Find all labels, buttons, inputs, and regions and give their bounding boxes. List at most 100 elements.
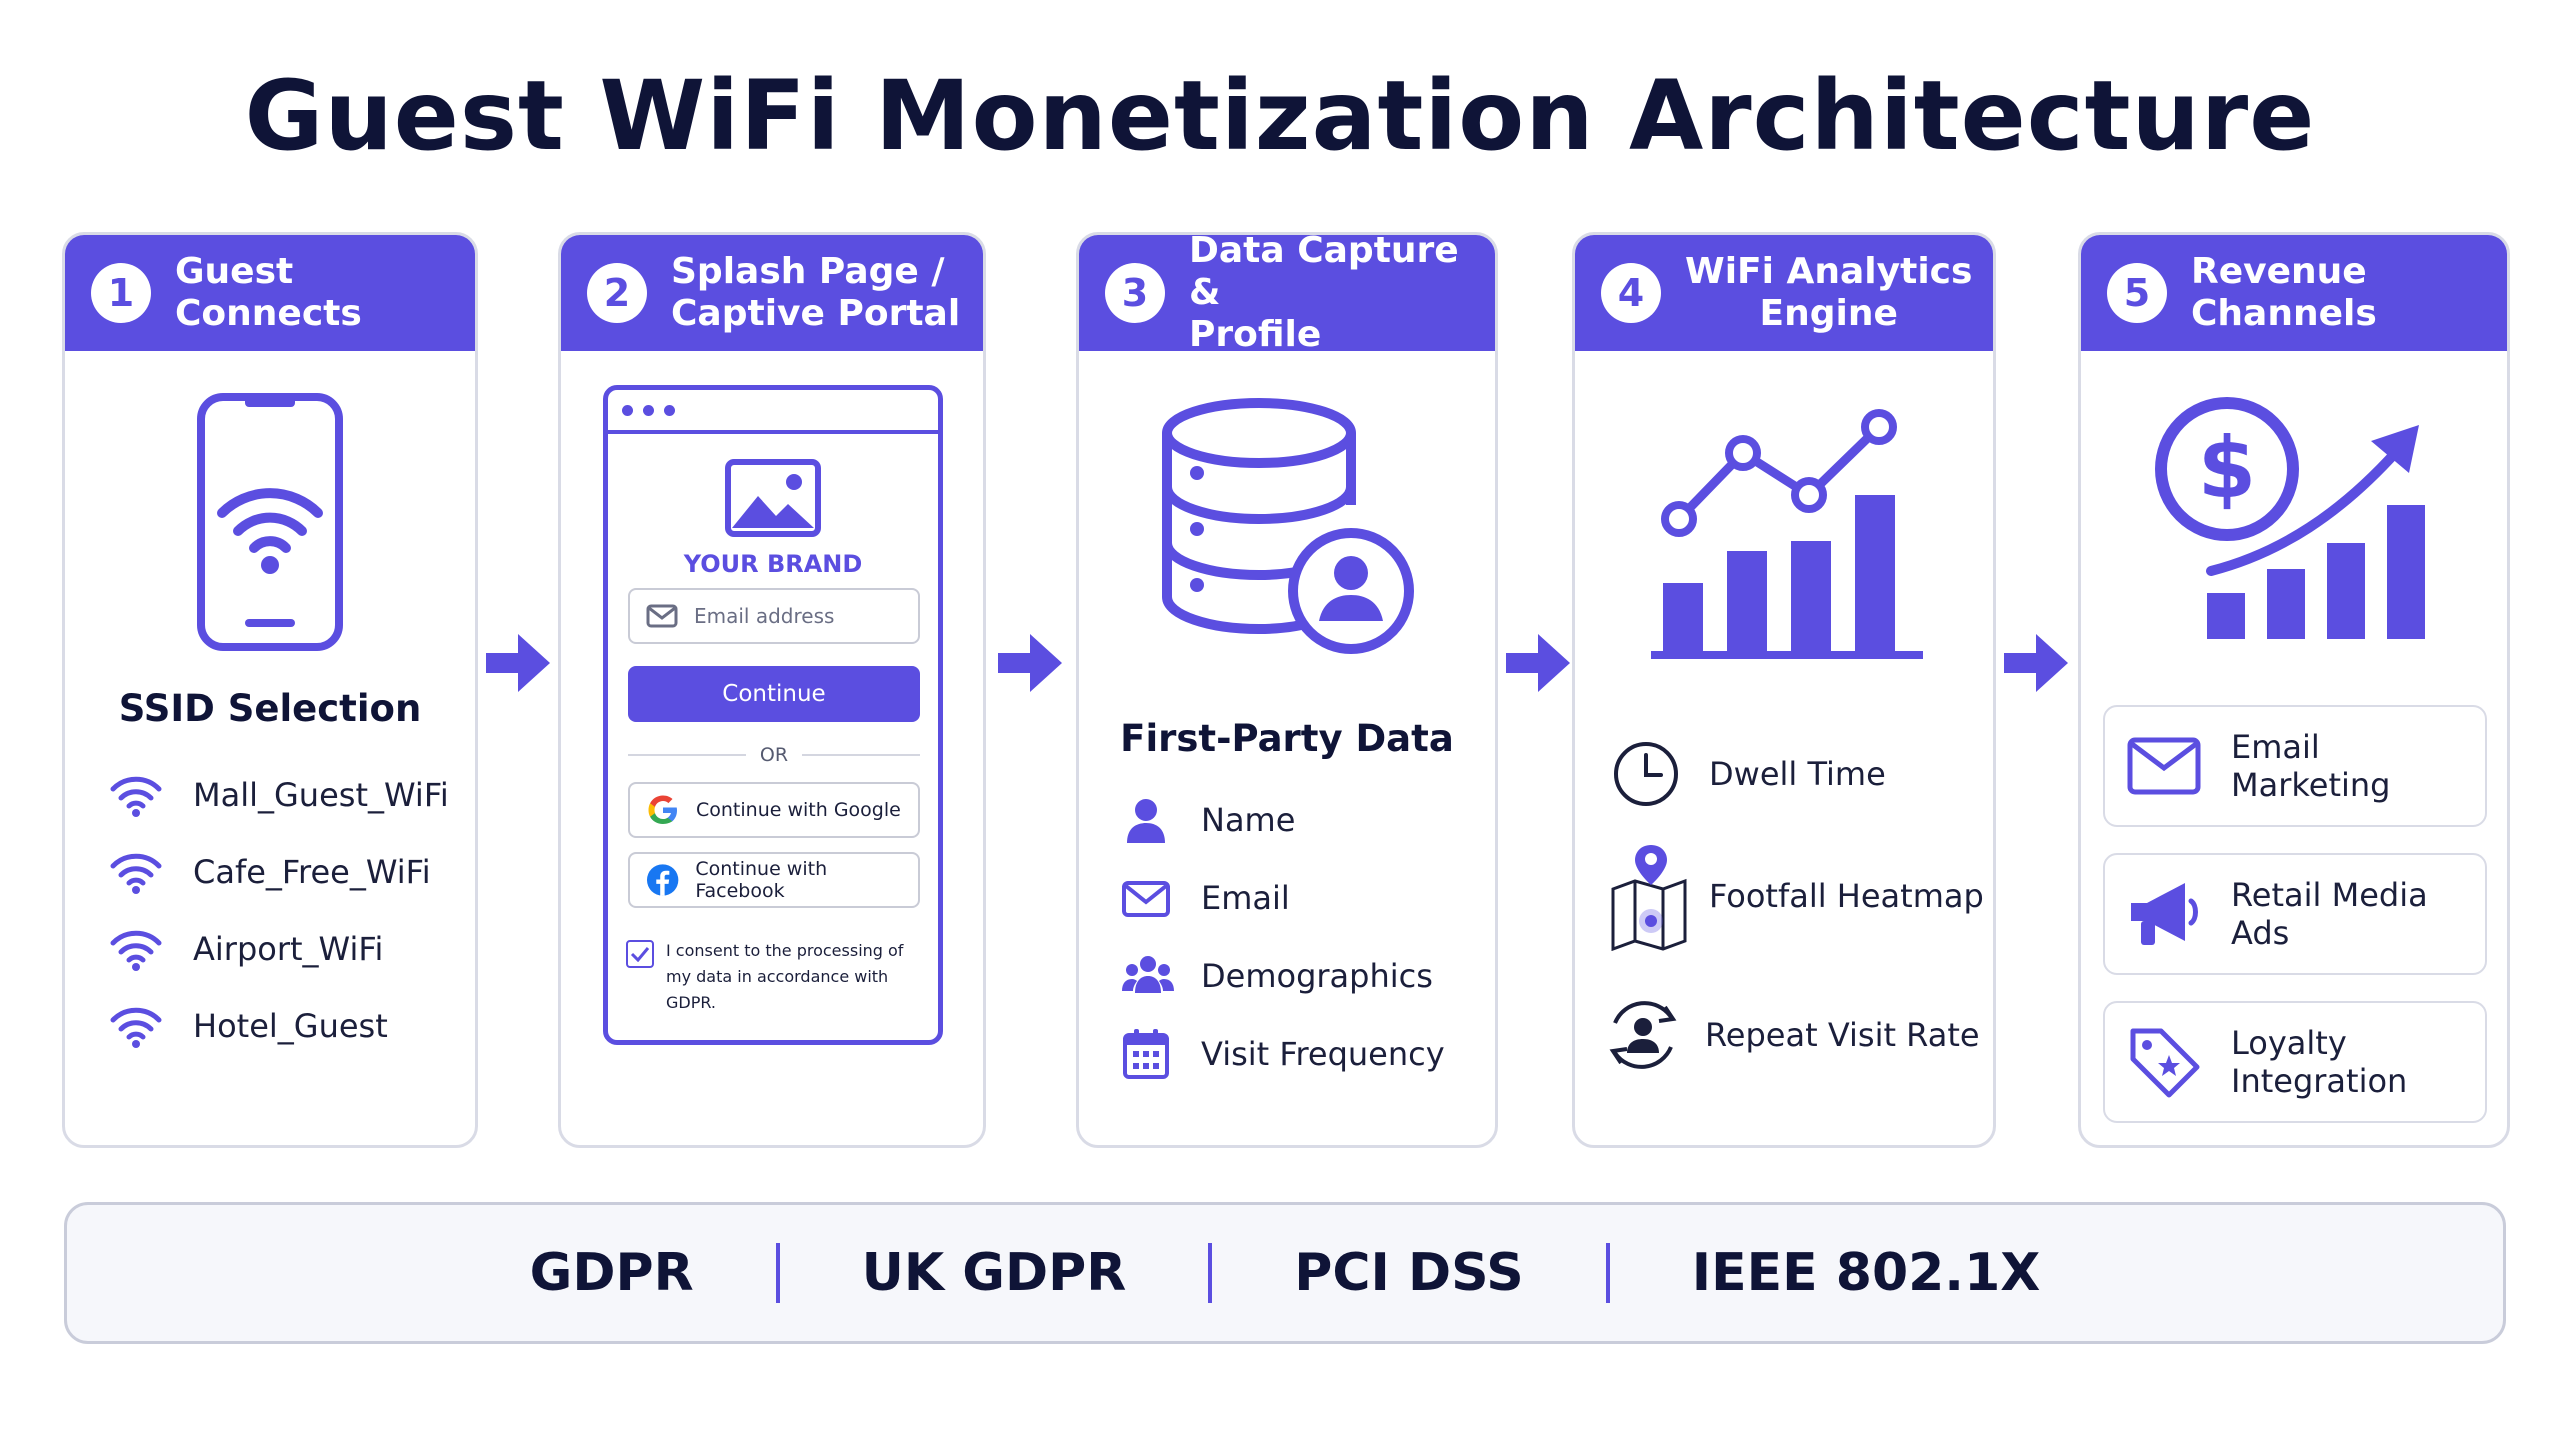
google-login-button[interactable]: Continue with Google — [628, 782, 920, 838]
smartphone-wifi-icon — [197, 393, 343, 651]
separator — [1605, 1243, 1610, 1303]
separator — [775, 1243, 780, 1303]
facebook-login-button[interactable]: Continue with Facebook — [628, 852, 920, 908]
data-field-item: Visit Frequency — [1121, 1027, 1445, 1081]
arrow-right-icon — [1506, 634, 1570, 692]
metric-item: Repeat Visit Rate — [1601, 993, 1980, 1077]
database-user-icon — [1162, 398, 1414, 654]
map-pin-icon — [1611, 845, 1687, 951]
step-number: 5 — [2107, 263, 2167, 323]
compliance-item: UK GDPR — [861, 1243, 1127, 1303]
arrow-right-icon — [998, 634, 1062, 692]
step-number: 2 — [587, 263, 647, 323]
wifi-icon — [110, 776, 162, 817]
separator — [1208, 1243, 1213, 1303]
analytics-chart-icon — [1651, 409, 1923, 659]
wifi-icon — [110, 1007, 162, 1048]
step-header: 3 Data Capture &Profile — [1079, 235, 1495, 355]
checkmark-icon — [630, 947, 650, 962]
clock-icon — [1614, 742, 1678, 806]
step-title: Data Capture &Profile — [1189, 232, 1459, 355]
google-label: Continue with Google — [696, 799, 901, 821]
revenue-channel-label: Retail Media Ads — [2231, 876, 2428, 952]
megaphone-icon — [2131, 883, 2198, 945]
ssid-label: Cafe_Free_WiFi — [193, 853, 431, 891]
metric-label: Footfall Heatmap — [1709, 877, 1984, 915]
step-guest-connects: 1 Guest Connects SSID Selection Mall_Gue… — [62, 232, 478, 1148]
data-field-label: Demographics — [1201, 957, 1433, 995]
or-divider: OR — [628, 744, 920, 766]
revenue-channel-card[interactable]: Retail Media Ads — [2103, 853, 2487, 975]
revenue-channel-card[interactable]: Loyalty Integration — [2103, 1001, 2487, 1123]
facebook-icon — [646, 864, 679, 896]
mail-icon — [2127, 737, 2201, 795]
users-group-icon — [1122, 956, 1174, 993]
user-icon — [1127, 799, 1165, 843]
step-revenue-channels: 5 Revenue Channels $ Email Marketing Ret… — [2078, 232, 2510, 1148]
wifi-icon — [110, 930, 162, 971]
ssid-item[interactable]: Mall_Guest_WiFi — [109, 773, 449, 817]
metric-item: Footfall Heatmap — [1607, 841, 1984, 951]
arrow-right-icon — [486, 634, 550, 692]
revenue-growth-icon: $ — [2155, 397, 2425, 639]
wifi-icon — [110, 853, 162, 894]
email-placeholder: Email address — [694, 604, 835, 628]
data-field-label: Name — [1201, 801, 1296, 839]
image-placeholder-icon — [725, 459, 821, 537]
compliance-item: PCI DSS — [1294, 1243, 1524, 1303]
mail-icon — [646, 604, 678, 628]
continue-button[interactable]: Continue — [628, 666, 920, 722]
data-field-item: Name — [1121, 795, 1295, 845]
arrow-right-icon — [2004, 634, 2068, 692]
ssid-item[interactable]: Cafe_Free_WiFi — [109, 850, 431, 894]
revenue-channel-card[interactable]: Email Marketing — [2103, 705, 2487, 827]
step-title: Guest Connects — [175, 251, 362, 334]
revenue-channel-label: Email Marketing — [2231, 728, 2391, 804]
data-field-item: Demographics — [1121, 951, 1433, 1001]
data-field-label: Email — [1201, 879, 1290, 917]
step-title: Revenue Channels — [2191, 251, 2377, 334]
step-number: 3 — [1105, 263, 1165, 323]
gdpr-consent[interactable]: I consent to the processing of my data i… — [626, 938, 926, 1016]
data-field-label: Visit Frequency — [1201, 1035, 1445, 1073]
email-input[interactable]: Email address — [628, 588, 920, 644]
calendar-icon — [1123, 1029, 1169, 1079]
compliance-item: GDPR — [529, 1243, 694, 1303]
step-title: Splash Page /Captive Portal — [671, 251, 961, 334]
metric-label: Dwell Time — [1709, 755, 1886, 793]
revenue-channel-label: Loyalty Integration — [2231, 1024, 2408, 1100]
svg-text:$: $ — [2198, 419, 2256, 517]
checkbox[interactable] — [626, 940, 654, 968]
captive-portal-mockup: YOUR BRAND Email address Continue OR Con… — [603, 385, 943, 1045]
page-title: Guest WiFi Monetization Architecture — [244, 60, 2316, 172]
tag-icon — [2130, 1028, 2200, 1098]
facebook-label: Continue with Facebook — [695, 858, 828, 902]
browser-bar — [608, 390, 938, 434]
data-field-item: Email — [1121, 873, 1290, 923]
mail-icon — [1122, 881, 1170, 917]
ssid-label: Mall_Guest_WiFi — [193, 776, 449, 814]
repeat-user-icon — [1609, 1001, 1677, 1069]
step-number: 4 — [1601, 263, 1661, 323]
compliance-bar: GDPR UK GDPR PCI DSS IEEE 802.1X — [64, 1202, 2506, 1344]
consent-text: I consent to the processing of my data i… — [666, 941, 904, 1012]
brand-label: YOUR BRAND — [683, 550, 863, 578]
ssid-selection-heading: SSID Selection — [118, 687, 422, 730]
ssid-label: Hotel_Guest — [193, 1007, 388, 1045]
step-data-capture: 3 Data Capture &Profile First-Party Data… — [1076, 232, 1498, 1148]
metric-item: Dwell Time — [1611, 739, 1886, 809]
ssid-label: Airport_WiFi — [193, 930, 384, 968]
step-header: 1 Guest Connects — [65, 235, 475, 351]
ssid-item[interactable]: Airport_WiFi — [109, 927, 383, 971]
step-number: 1 — [91, 263, 151, 323]
ssid-item[interactable]: Hotel_Guest — [109, 1004, 388, 1048]
step-header: 2 Splash Page /Captive Portal — [561, 235, 983, 351]
step-splash-page: 2 Splash Page /Captive Portal YOUR BRAND… — [558, 232, 986, 1148]
step-header: 5 Revenue Channels — [2081, 235, 2507, 351]
compliance-item: IEEE 802.1X — [1691, 1243, 2041, 1303]
google-icon — [648, 795, 677, 824]
metric-label: Repeat Visit Rate — [1705, 1016, 1980, 1054]
